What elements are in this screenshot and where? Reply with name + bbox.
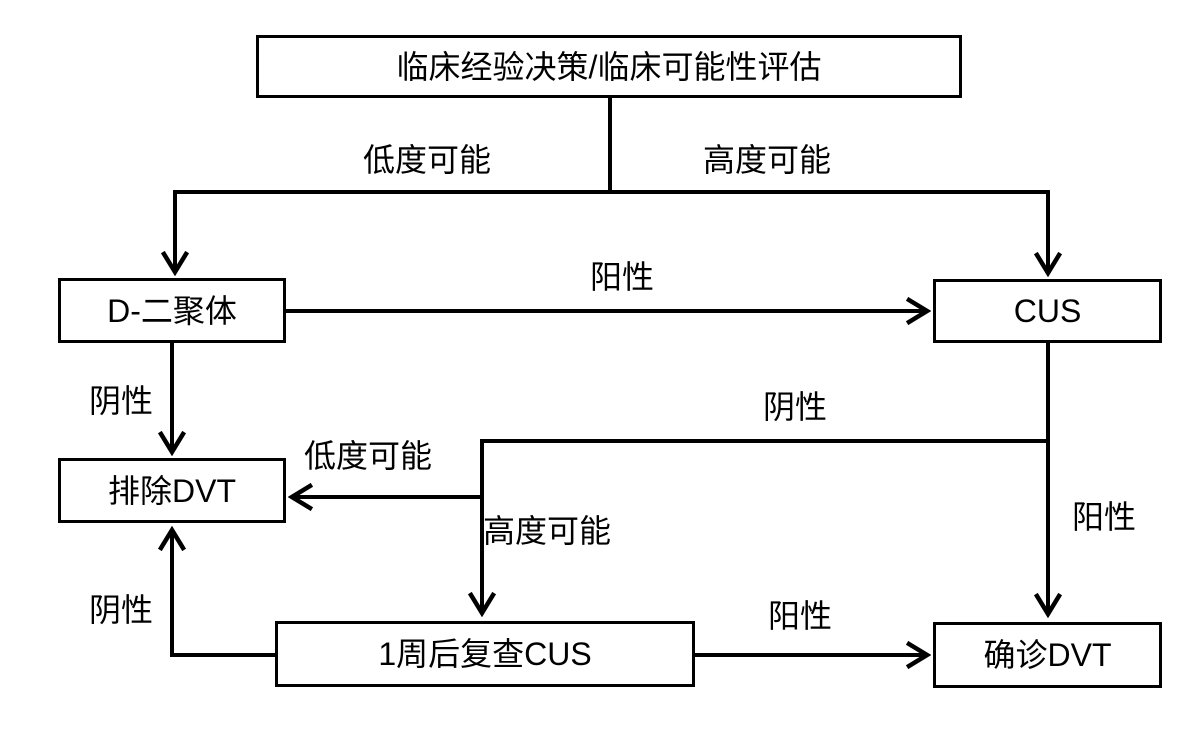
node-recheck-cus-1-week: 1周后复查CUS	[275, 621, 695, 687]
edge-cus-negative-to-recheck	[482, 439, 1048, 613]
edge-assessment-to-cus	[610, 190, 1048, 273]
label-positive-recheck-to-confirm: 阳性	[767, 598, 833, 634]
node-clinical-assessment: 临床经验决策/临床可能性评估	[256, 35, 962, 98]
label-high-probability-mid: 高度可能	[482, 513, 612, 549]
label-low-probability-top: 低度可能	[362, 142, 492, 178]
edge-assessment-to-ddimer	[175, 190, 610, 272]
label-negative-recheck: 阴性	[88, 592, 154, 628]
edge-recheck-to-exclude	[172, 530, 275, 657]
node-cus: CUS	[933, 279, 1162, 343]
label-positive-cus-to-confirm: 阳性	[1071, 499, 1137, 535]
label-high-probability-top: 高度可能	[702, 142, 832, 178]
label-negative-ddimer: 阴性	[88, 383, 154, 419]
node-exclude-dvt: 排除DVT	[58, 458, 286, 523]
label-positive-ddimer-to-cus: 阳性	[589, 259, 655, 295]
label-low-probability-mid: 低度可能	[303, 438, 433, 474]
label-negative-cus: 阴性	[762, 389, 828, 425]
node-d-dimer: D-二聚体	[58, 278, 286, 343]
node-confirm-dvt: 确诊DVT	[933, 622, 1162, 688]
